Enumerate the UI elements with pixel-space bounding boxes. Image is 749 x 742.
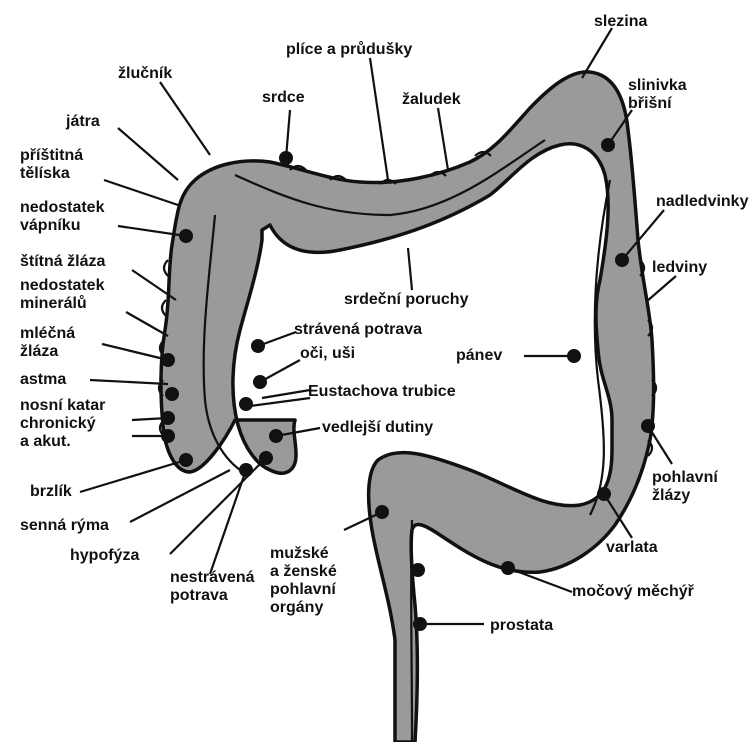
label-oci-usi: oči, uši (300, 345, 355, 362)
leader-nedostatek-mineralu (126, 312, 168, 336)
dot-astma (165, 387, 179, 401)
label-muzske-2: a ženské (270, 563, 337, 580)
colon-shape (159, 72, 656, 742)
dot-prostata-1 (411, 563, 425, 577)
leader-zaludek (438, 108, 448, 170)
dot-nedostatek-vapniku (179, 229, 193, 243)
label-pristitna-1: příštitná (20, 147, 83, 164)
label-stravena: strávená potrava (294, 321, 422, 338)
label-mocovy: močový měchýř (572, 583, 695, 600)
label-hypofyza: hypofýza (70, 547, 139, 564)
label-srdce: srdce (262, 89, 305, 106)
dot-mlecna (161, 353, 175, 367)
leader-zlucnik (160, 82, 210, 155)
dot-oci (253, 375, 267, 389)
leader-eustachova-2 (250, 398, 310, 406)
dot-vedlejsi (269, 429, 283, 443)
label-prostata: prostata (490, 617, 553, 634)
label-pohlavni-zlazy-2: žlázy (652, 487, 690, 504)
leader-pristitna (104, 180, 178, 205)
dot-panev (567, 349, 581, 363)
label-plice: plíce a průdušky (286, 41, 412, 58)
label-nedostatek-vapniku-1: nedostatek (20, 199, 105, 216)
leader-jatra (118, 128, 178, 180)
dot-muzske (375, 505, 389, 519)
leader-astma (90, 380, 168, 384)
label-pristitna-2: tělíska (20, 165, 70, 182)
label-muzske-4: orgány (270, 599, 323, 616)
colon-inner-line-bottom (411, 520, 412, 742)
leader-slezina (582, 28, 612, 78)
dot-nadledvinky (615, 253, 629, 267)
dot-brzlik (179, 453, 193, 467)
label-astma: astma (20, 371, 66, 388)
leader-srdce (286, 110, 290, 158)
label-vedlejsi: vedlejší dutiny (322, 419, 433, 436)
dot-slinivka (601, 138, 615, 152)
label-stitna: štítná žláza (20, 253, 105, 270)
label-muzske-3: pohlavní (270, 581, 336, 598)
label-jatra: játra (65, 113, 100, 130)
dot-eustachova (239, 397, 253, 411)
label-nedostatek-vapniku-2: vápníku (20, 217, 80, 234)
label-ledviny: ledviny (652, 259, 707, 276)
label-brzlik: brzlík (30, 483, 72, 500)
label-varlata: varlata (606, 539, 658, 556)
label-slinivka-1: slinivka (628, 77, 687, 94)
label-eustachova: Eustachova trubice (308, 383, 456, 400)
leader-mlecna (102, 344, 168, 360)
label-senna: senná rýma (20, 517, 109, 534)
dot-nosni-1 (161, 411, 175, 425)
dot-nestravena (239, 463, 253, 477)
dot-prostata-2 (413, 617, 427, 631)
label-nestravena-1: nestrávená (170, 569, 255, 586)
leader-brzlik (80, 460, 186, 492)
dot-srdce (279, 151, 293, 165)
label-zlucnik: žlučník (118, 65, 172, 82)
label-nestravena-2: potrava (170, 587, 228, 604)
leader-srdecni (408, 248, 412, 290)
label-zaludek: žaludek (402, 91, 461, 108)
dot-pohlavni-zlazy (641, 419, 655, 433)
label-slezina: slezina (594, 13, 647, 30)
label-nosni-3: a akut. (20, 433, 71, 450)
label-nedostatek-mineralu-2: minerálů (20, 295, 87, 312)
label-pohlavni-zlazy-1: pohlavní (652, 469, 718, 486)
leader-plice (370, 58, 388, 180)
label-srdecni-poruchy: srdeční poruchy (344, 291, 469, 308)
dot-mocovy (501, 561, 515, 575)
label-muzske-1: mužské (270, 545, 329, 562)
dot-stravena (251, 339, 265, 353)
label-mlecna-1: mléčná (20, 325, 75, 342)
leader-ledviny (646, 276, 676, 302)
leader-senna (130, 470, 230, 522)
label-nosni-2: chronický (20, 415, 96, 432)
leader-nestravena (210, 470, 246, 574)
label-panev: pánev (456, 347, 502, 364)
label-nosni-1: nosní katar (20, 397, 105, 414)
label-nadledvinky: nadledvinky (656, 193, 749, 210)
label-mlecna-2: žláza (20, 343, 58, 360)
label-slinivka-2: břišní (628, 95, 672, 112)
dot-varlata (597, 487, 611, 501)
dot-nosni-2 (161, 429, 175, 443)
colon-outline (161, 72, 654, 742)
dot-hypofyza (259, 451, 273, 465)
leader-eustachova-1 (262, 390, 310, 398)
label-nedostatek-mineralu-1: nedostatek (20, 277, 105, 294)
